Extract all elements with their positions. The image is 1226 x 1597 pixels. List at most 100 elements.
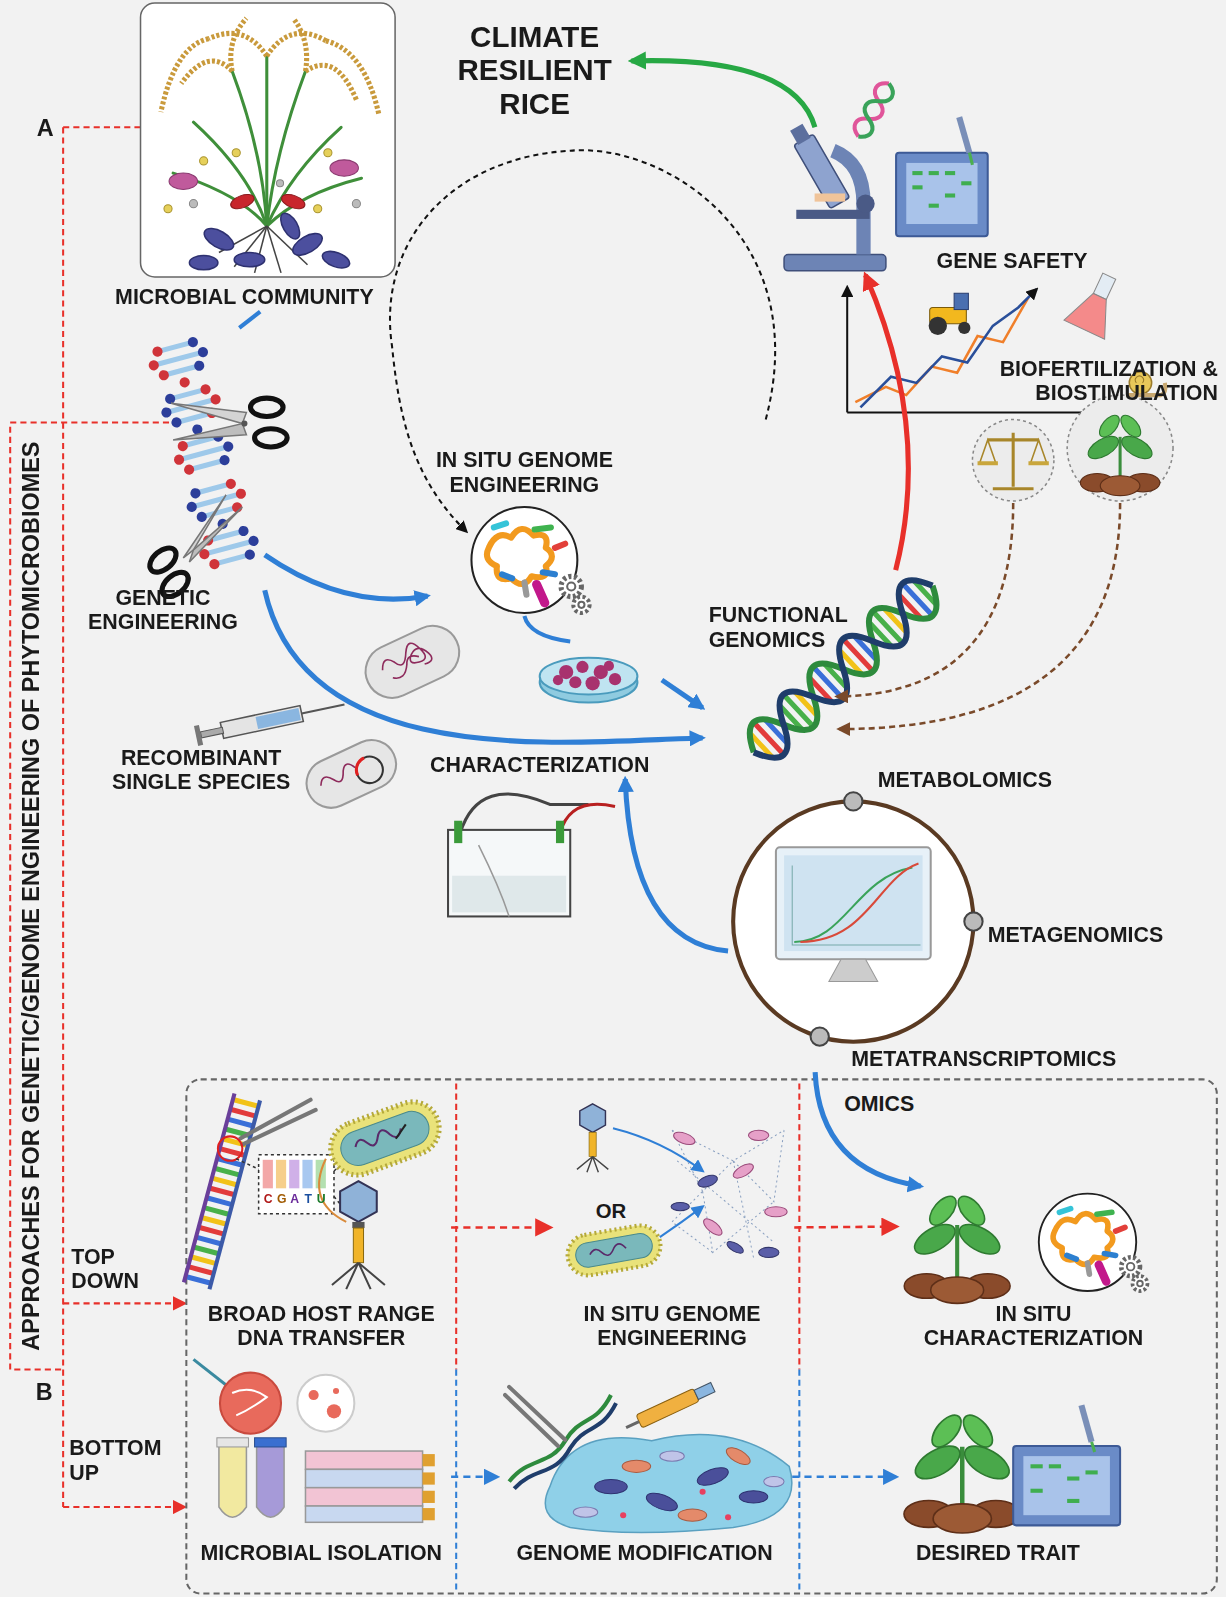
- bacteriophage: [340, 1181, 377, 1222]
- rice-plant-illustration: [164, 205, 172, 213]
- gel-box: [906, 163, 977, 224]
- isolation-labware: [305, 1488, 422, 1506]
- omics-monitor: [964, 912, 982, 930]
- functional-genomics: FUNCTIONAL GENOMICS: [703, 570, 947, 758]
- isolation-labware: [232, 1390, 267, 1416]
- rice-plant-illustration: [209, 33, 267, 56]
- rice-plant-illustration: [326, 41, 379, 114]
- genome-modification-illustration: [695, 1464, 730, 1489]
- small-dna: [850, 79, 896, 141]
- gel-box: [929, 171, 939, 175]
- genome-modification-illustration: [573, 1451, 784, 1517]
- blue-arrows: [660, 1207, 703, 1238]
- isolation-labware: [220, 1373, 281, 1434]
- dna-scissors: [177, 440, 189, 452]
- connector: [865, 275, 908, 570]
- dna-scissors: [187, 336, 199, 348]
- rice-plant-illustration: [200, 157, 208, 165]
- recombinant-cell: [299, 732, 405, 816]
- microbial-network: [765, 1207, 787, 1217]
- gel-box: [929, 204, 939, 208]
- rice-plant-illustration: [293, 18, 306, 71]
- genome-modification-illustration: [644, 1490, 679, 1515]
- node-label: IN SITU CHARACTERIZATION: [896, 1301, 1171, 1350]
- node-label: CHARACTERIZATION: [417, 753, 661, 777]
- genome-modification: GENOME MODIFICATION: [497, 1370, 792, 1569]
- approach-bracket: [63, 126, 140, 128]
- biofertilization-graph: BIOFERTILIZATION & BIOSTIMULATION: [840, 283, 1222, 420]
- rice-plant-illustration: [314, 205, 322, 213]
- electrophoresis-tank: [560, 804, 615, 833]
- plant-icon: [904, 1410, 1020, 1533]
- gel-box: [912, 171, 971, 208]
- electrophoresis-tank: [454, 821, 462, 843]
- cycle-arc: [390, 150, 775, 531]
- isolation-labware: [423, 1454, 435, 1466]
- gel-box: [1092, 1442, 1095, 1452]
- gel-box: [1067, 1499, 1079, 1503]
- bacterium: [564, 1222, 663, 1278]
- panel-letter: B: [36, 1379, 53, 1405]
- dna-scissors: [160, 406, 172, 418]
- growth-graph: [929, 293, 971, 335]
- rice-plant-illustration: [267, 127, 341, 226]
- gel-box: [1013, 1446, 1120, 1525]
- in-situ-characterization: IN SITU CHARACTERIZATION: [896, 1186, 1171, 1354]
- microbial-isolation: MICROBIAL ISOLATION: [191, 1370, 451, 1569]
- genome-modification-illustration: [660, 1451, 684, 1461]
- petri-dish: [540, 658, 638, 695]
- illustration: [218, 1136, 242, 1160]
- microbial-network: [672, 1130, 697, 1147]
- in-situ-bottom: IN SITU GENOME ENGINEERING: [550, 1084, 794, 1354]
- vertical-heading: APPROACHES FOR GENETIC/GENOME ENGINEERIN…: [16, 418, 45, 1375]
- gel-box: [1067, 1476, 1079, 1480]
- isolation-labware: [217, 1438, 249, 1447]
- microbial-network: [671, 1203, 689, 1211]
- rice-plant-illustration: [189, 200, 197, 208]
- rice-plant-illustration: [232, 149, 240, 157]
- petri-dish: [569, 676, 581, 688]
- genome-modification-illustration: [595, 1464, 768, 1514]
- gel-box: [1049, 1464, 1061, 1468]
- microscope: [856, 194, 874, 212]
- node-label: BIOFERTILIZATION & BIOSTIMULATION: [967, 356, 1217, 405]
- growth-graph: [860, 289, 1036, 407]
- rice-plant-illustration: [324, 149, 332, 157]
- small-dna: [850, 79, 896, 141]
- syringe: [200, 727, 223, 738]
- connector: [265, 590, 703, 742]
- omics-monitor: [792, 866, 920, 945]
- recombinant-cell: [352, 752, 387, 787]
- isolation-labware: [423, 1491, 435, 1503]
- connector: [792, 1476, 896, 1479]
- genome-modification-illustration: [725, 1514, 731, 1520]
- microbial-network: [701, 1216, 725, 1238]
- rice-plant-illustration: [265, 56, 268, 226]
- omics-circle: METABOLOMICSMETAGENOMICSMETATRANSCRIPTOM…: [728, 762, 1212, 1073]
- gel-box: [959, 117, 969, 153]
- rice-plant-illustration: [320, 248, 352, 271]
- bacteriophage: [332, 1263, 385, 1289]
- balance-icon: [980, 440, 1047, 463]
- bacteriophage: [577, 1104, 608, 1172]
- rice-plant-illustration: [161, 39, 209, 112]
- desired-trait: DESIRED TRAIT: [896, 1370, 1100, 1569]
- connector: [451, 1476, 497, 1479]
- connector: [815, 1072, 921, 1186]
- microbial-network: [696, 1173, 719, 1190]
- gel-box: [896, 153, 988, 236]
- omics-monitor: [784, 855, 922, 951]
- genome-modification-illustration: [595, 1480, 628, 1494]
- recombinant-cell: [357, 617, 468, 706]
- node-label: DESIRED TRAIT: [896, 1541, 1100, 1565]
- dna-scissors: [148, 359, 160, 371]
- isolation-labware: [305, 1451, 422, 1469]
- scissors: [171, 403, 246, 423]
- brown-arrows: [839, 503, 1120, 729]
- approach-bracket: [62, 127, 64, 1507]
- genome-modification-illustration: [678, 1509, 707, 1521]
- dna-scissors: [244, 548, 256, 560]
- dna-scissors: [196, 511, 208, 523]
- base-inset: [263, 1160, 273, 1189]
